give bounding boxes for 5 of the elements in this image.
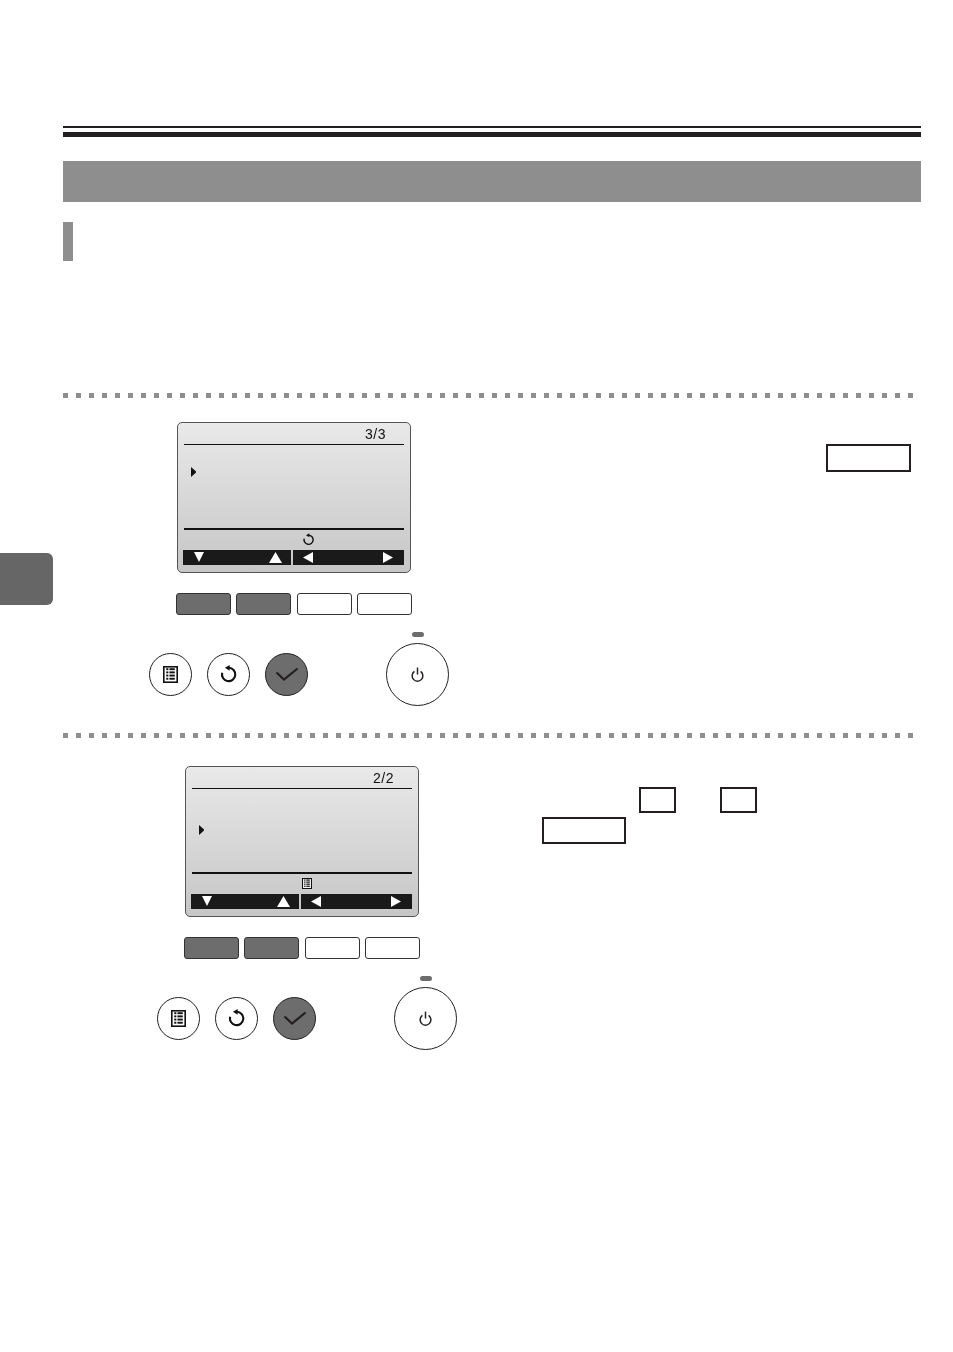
lcd-screen: [177, 422, 411, 573]
page-number: 2/2: [373, 770, 394, 786]
section-heading-band: [63, 161, 921, 202]
lcd-screen: [185, 766, 419, 917]
page-number: 3/3: [365, 426, 386, 442]
